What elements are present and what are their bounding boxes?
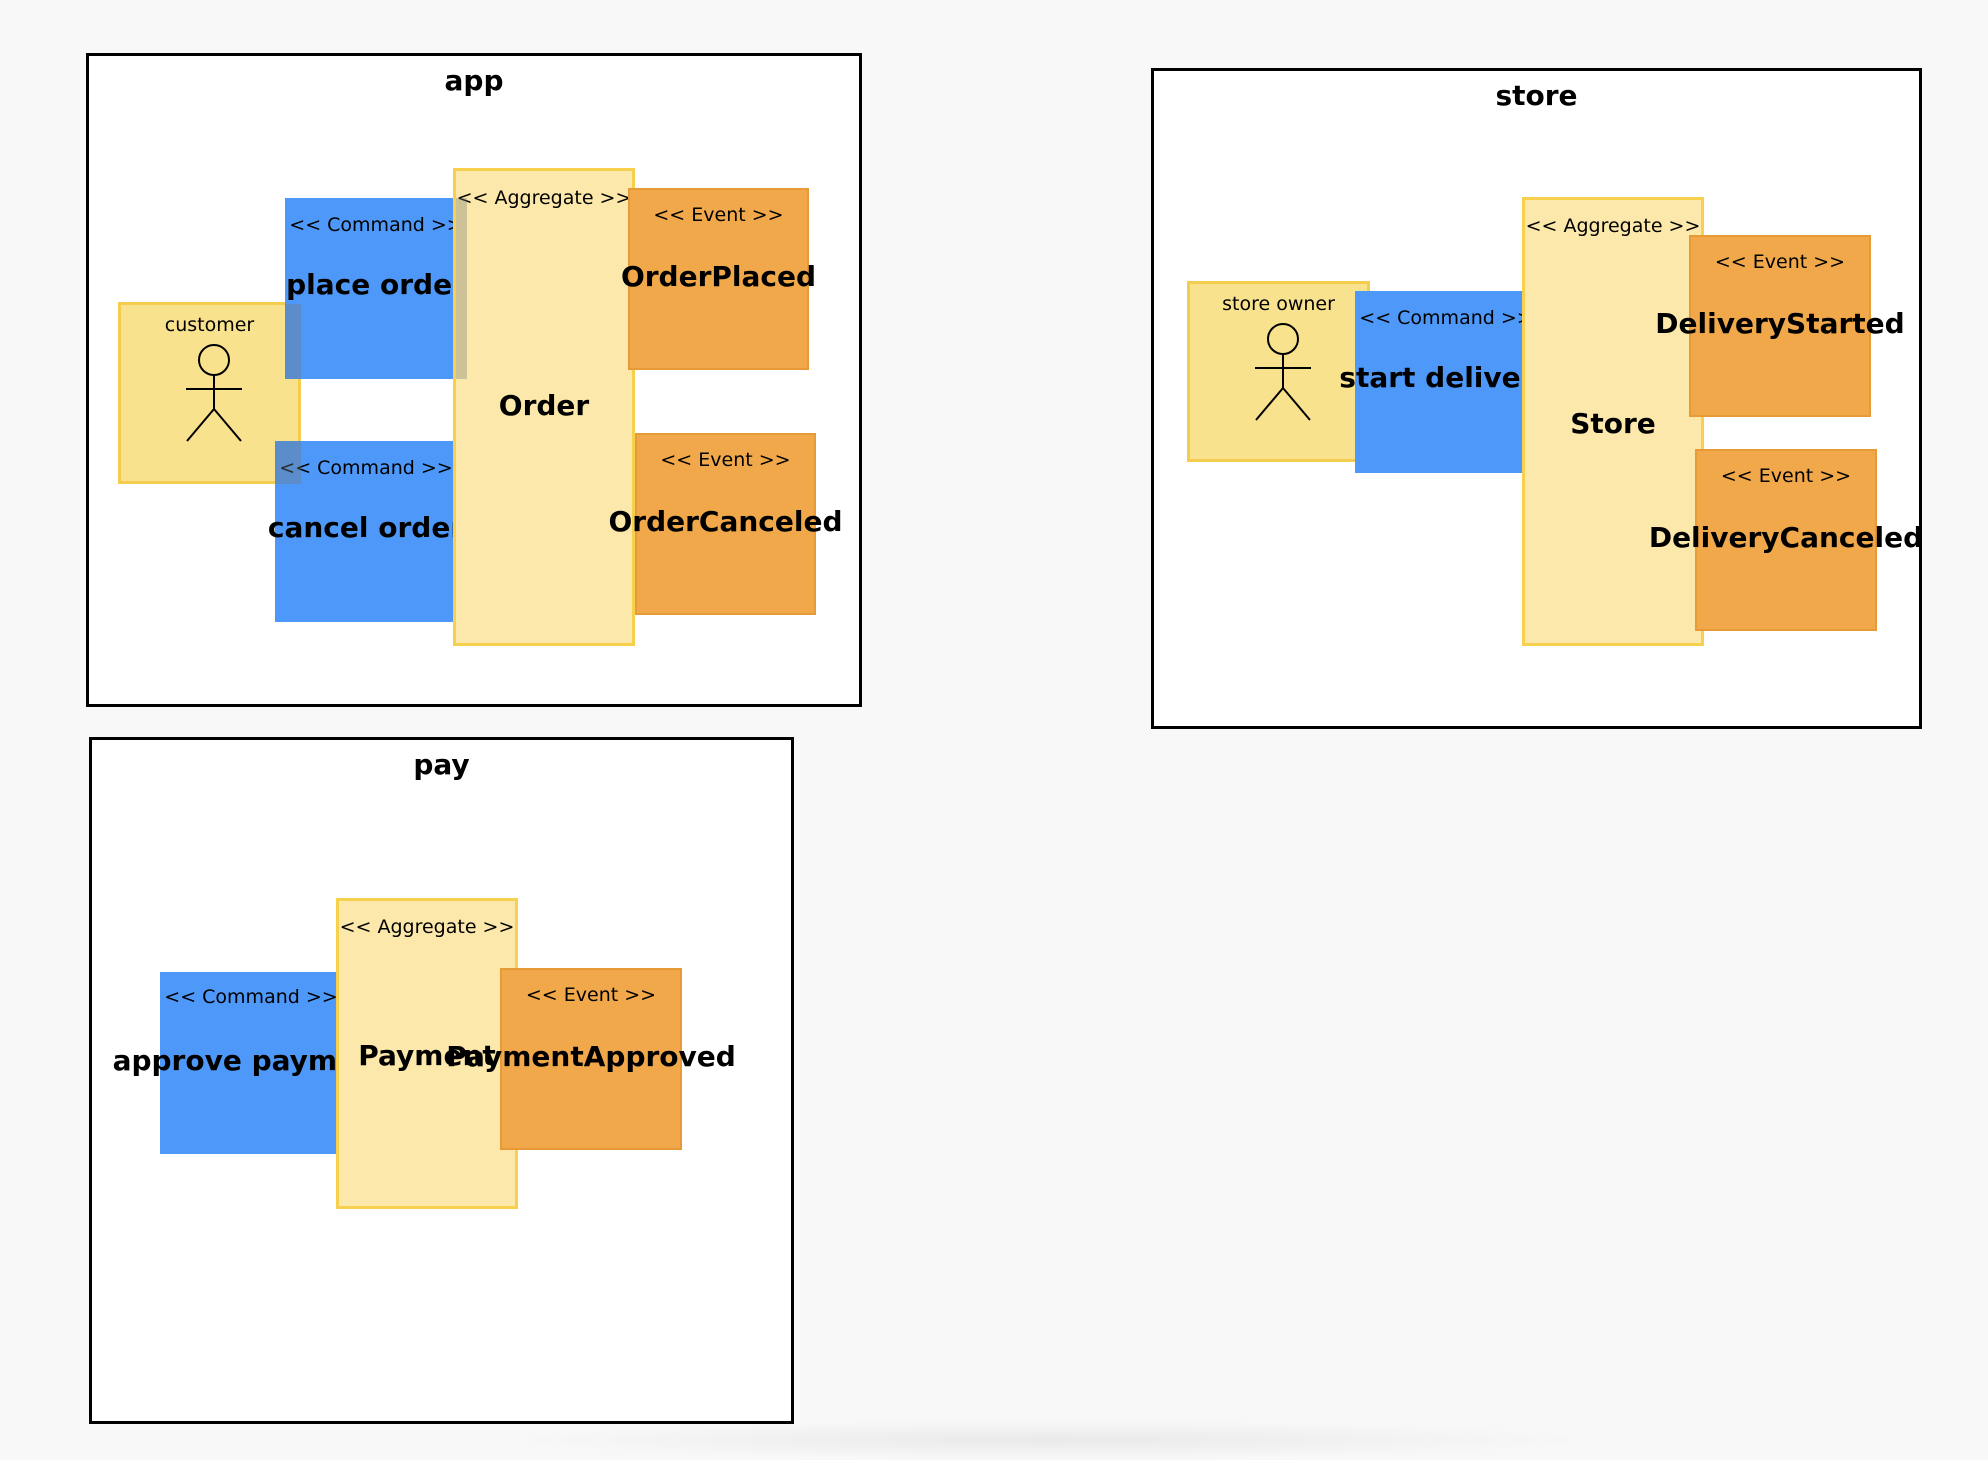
- command-name: place order: [286, 268, 466, 301]
- actor-label: store owner: [1222, 293, 1335, 315]
- event-delivery-started[interactable]: << Event >> DeliveryStarted: [1655, 235, 1905, 417]
- command-stereotype: << Command >>: [279, 457, 453, 479]
- selection-overlap: [275, 441, 301, 484]
- aggregate-name: Payment: [358, 1039, 496, 1072]
- event-payment-approved[interactable]: << Event >> PaymentApproved: [446, 968, 736, 1150]
- event-order-canceled[interactable]: << Event >> OrderCanceled: [608, 433, 843, 615]
- event-delivery-canceled[interactable]: << Event >> DeliveryCanceled: [1649, 449, 1923, 631]
- event-stereotype: << Event >>: [660, 449, 791, 471]
- command-name: start delivery: [1339, 361, 1553, 394]
- aggregate-stereotype: << Aggregate >>: [1525, 215, 1701, 237]
- event-name: OrderPlaced: [620, 260, 817, 293]
- command-place-order[interactable]: << Command >> place order: [285, 198, 467, 379]
- event-stereotype: << Event >>: [1714, 251, 1846, 273]
- event-stereotype: << Event >>: [1720, 465, 1852, 487]
- selection-overlap: [285, 304, 301, 379]
- event-name: PaymentApproved: [446, 1040, 736, 1073]
- aggregate-name: Store: [1570, 407, 1656, 440]
- stick-figure-icon: [1255, 323, 1311, 421]
- event-stereotype: << Event >>: [653, 204, 784, 226]
- aggregate-stereotype: << Aggregate >>: [339, 916, 515, 938]
- aggregate-store[interactable]: << Aggregate >> Store: [1522, 197, 1704, 646]
- command-approve-payment[interactable]: << Command >> approve payment: [113, 972, 389, 1154]
- context-title-pay: pay: [413, 748, 470, 781]
- actor-label: customer: [164, 314, 255, 336]
- event-name: OrderCanceled: [608, 505, 843, 538]
- event-order-placed[interactable]: << Event >> OrderPlaced: [621, 188, 816, 370]
- aggregate-stereotype: << Aggregate >>: [456, 187, 632, 209]
- command-stereotype: << Command >>: [289, 214, 463, 236]
- stick-figure-icon: [186, 344, 242, 442]
- context-title-store: store: [1495, 79, 1578, 112]
- context-title-app: app: [444, 64, 504, 97]
- aggregate-name: Order: [498, 389, 590, 422]
- event-name: DeliveryStarted: [1655, 307, 1905, 340]
- command-name: cancel order: [267, 511, 465, 544]
- command-start-delivery[interactable]: << Command >> start delivery: [1339, 291, 1553, 473]
- aggregate-order[interactable]: << Aggregate >> Order: [453, 168, 635, 646]
- event-stereotype: << Event >>: [525, 984, 657, 1006]
- command-cancel-order[interactable]: << Command >> cancel order: [268, 441, 464, 622]
- canvas-shadow: [500, 1420, 1600, 1460]
- command-stereotype: << Command >>: [164, 986, 338, 1008]
- command-stereotype: << Command >>: [1359, 307, 1533, 329]
- aggregate-payment[interactable]: << Aggregate >> Payment: [336, 898, 518, 1209]
- selection-overlap: [456, 198, 467, 379]
- actor-customer[interactable]: customer: [118, 302, 301, 484]
- event-name: DeliveryCanceled: [1648, 521, 1924, 554]
